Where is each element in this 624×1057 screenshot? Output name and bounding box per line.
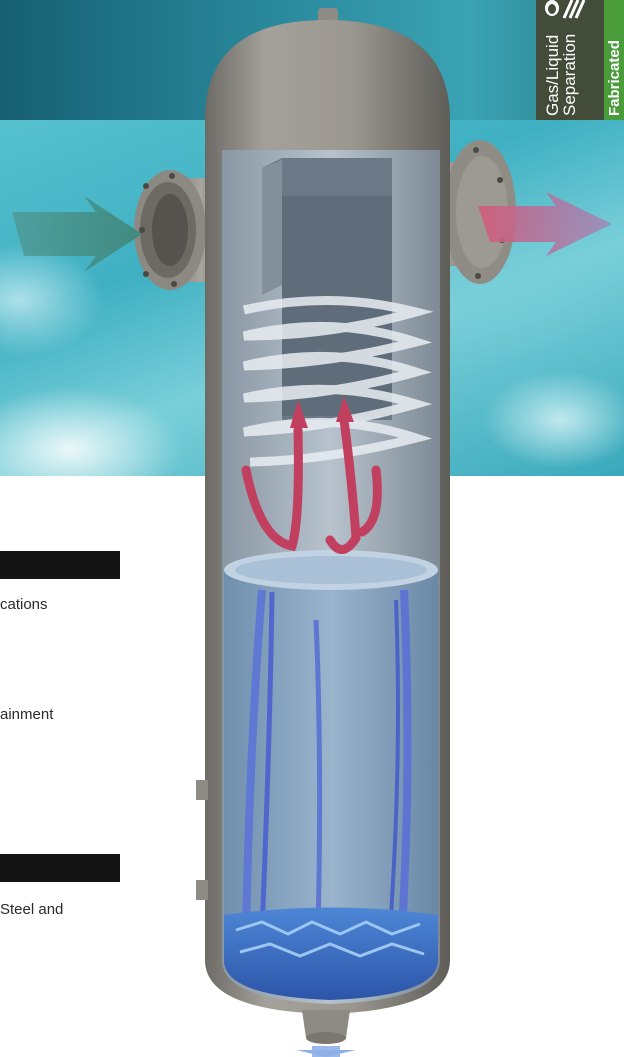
drain-arrow-icon: [296, 1046, 356, 1057]
inlet-arrow-icon: [12, 196, 142, 272]
cutaway-window: [222, 150, 440, 1004]
